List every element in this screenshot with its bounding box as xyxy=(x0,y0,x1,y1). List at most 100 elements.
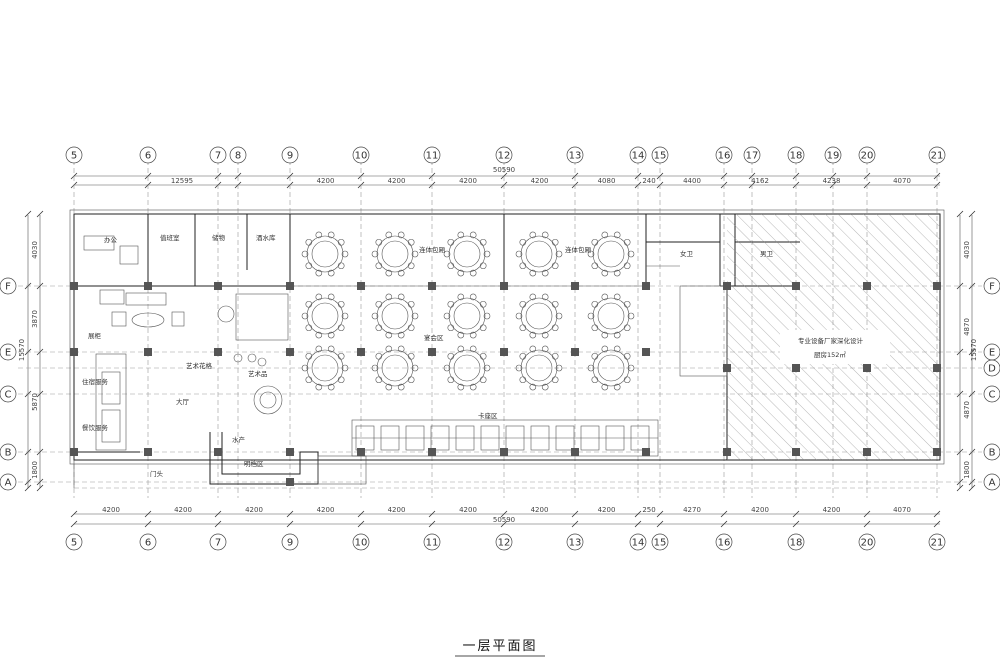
column xyxy=(286,348,294,356)
axis-bubble-bottom-18-label: 18 xyxy=(790,538,803,549)
dim-right-total: 15570 xyxy=(970,339,978,361)
round-table xyxy=(587,345,635,391)
column xyxy=(70,448,78,456)
dim-right-1: 4870 xyxy=(963,318,971,336)
axis-bubble-right-D: D xyxy=(983,359,1000,377)
column xyxy=(428,448,436,456)
axis-bubble-bottom-21-label: 21 xyxy=(931,538,944,549)
axis-bubble-top-20-label: 20 xyxy=(861,151,874,162)
round-table xyxy=(301,293,349,339)
label-display: 展柜 xyxy=(88,331,102,340)
column xyxy=(144,448,152,456)
axis-bubble-top-10-label: 10 xyxy=(355,151,368,162)
column xyxy=(286,448,294,456)
round-table xyxy=(587,231,635,277)
axis-bubble-bottom-15-label: 15 xyxy=(654,538,667,549)
label-lodging: 住宿服务 xyxy=(82,377,109,386)
dim-left-0: 4030 xyxy=(31,241,39,259)
axis-bubble-top-17: 17 xyxy=(743,146,761,164)
axis-bubble-right-A-label: A xyxy=(989,478,996,489)
label-office: 办公 xyxy=(104,235,118,244)
axis-bubble-top-17-label: 17 xyxy=(746,151,759,162)
axis-bubble-bottom-16: 16 xyxy=(715,533,733,551)
round-table xyxy=(587,293,635,339)
dim-bottom-1: 4200 xyxy=(174,506,192,514)
column xyxy=(792,448,800,456)
axis-bubble-right-C-label: C xyxy=(989,390,996,401)
column xyxy=(933,282,941,290)
label-wine: 酒水库 xyxy=(256,233,276,242)
axis-bubble-top-19-label: 19 xyxy=(827,151,840,162)
dim-bottom-total: 50590 xyxy=(493,516,515,524)
round-table xyxy=(371,231,419,277)
dim-left-total: 15570 xyxy=(18,339,26,361)
dim-top-4: 4200 xyxy=(531,177,549,185)
axis-bubble-bottom-11-label: 11 xyxy=(426,538,439,549)
dim-bottom-10: 4200 xyxy=(751,506,769,514)
label-booth: 卡座区 xyxy=(478,411,498,420)
dim-bottom-11: 4200 xyxy=(823,506,841,514)
dim-right-2: 4870 xyxy=(963,401,971,419)
axis-bubble-top-21: 21 xyxy=(928,146,946,164)
axis-bubble-right-E-label: E xyxy=(989,348,995,359)
axis-bubble-bottom-10-label: 10 xyxy=(355,538,368,549)
column xyxy=(571,448,579,456)
structural-columns xyxy=(70,282,941,486)
column xyxy=(792,282,800,290)
lobby-furniture xyxy=(83,235,283,451)
column xyxy=(428,282,436,290)
top-dimension-lines xyxy=(70,172,941,189)
dim-left-1: 3870 xyxy=(31,310,39,328)
axis-bubble-bottom-7-label: 7 xyxy=(215,538,221,549)
label-dining: 餐饮服务 xyxy=(82,423,109,432)
dim-top-0: 12595 xyxy=(171,177,193,185)
axis-bubble-top-5-label: 5 xyxy=(71,151,77,162)
round-table xyxy=(301,231,349,277)
column xyxy=(723,282,731,290)
dim-top-9: 4238 xyxy=(823,177,841,185)
label-mens: 男卫 xyxy=(760,250,774,258)
dim-bottom-2: 4200 xyxy=(245,506,263,514)
axis-bubble-top-11-label: 11 xyxy=(426,151,439,162)
kitchen-label-box xyxy=(780,330,890,364)
axis-bubble-top-8-label: 8 xyxy=(235,151,241,162)
axis-bubble-bottom-20: 20 xyxy=(858,533,876,551)
column xyxy=(428,348,436,356)
axis-bubble-top-5: 5 xyxy=(65,146,83,164)
column xyxy=(642,448,650,456)
axis-bubble-bottom-11: 11 xyxy=(423,533,441,551)
axis-bubble-bottom-12-label: 12 xyxy=(498,538,511,549)
drawing-title: 一层平面图 xyxy=(462,639,537,654)
axis-bubble-bottom-18: 18 xyxy=(787,533,805,551)
dim-bottom-4: 4200 xyxy=(388,506,406,514)
column xyxy=(863,448,871,456)
column xyxy=(70,348,78,356)
round-table xyxy=(443,231,491,277)
label-duty: 值班室 xyxy=(160,233,180,242)
axis-bubble-right-B-label: B xyxy=(989,448,996,459)
booth-seat xyxy=(580,425,600,451)
booth-seat xyxy=(555,425,575,451)
axis-bubble-top-7: 7 xyxy=(209,146,227,164)
column xyxy=(144,348,152,356)
dim-bottom-3: 4200 xyxy=(317,506,335,514)
dim-top-10: 4070 xyxy=(893,177,911,185)
label-seafood: 水产 xyxy=(232,435,246,444)
column xyxy=(357,282,365,290)
column xyxy=(792,364,800,372)
label-storage: 储物 xyxy=(212,233,226,242)
booth-seat xyxy=(630,425,650,451)
label-kitchen-note: 专业设备厂家深化设计 xyxy=(798,336,864,345)
dim-top-8: 4162 xyxy=(751,177,769,185)
room-labels: 办公 值班室 储物 酒水库 连体包厢 连体包厢 女卫 男卫 展柜 宴会区 专业设… xyxy=(82,233,864,478)
round-table xyxy=(301,345,349,391)
dim-right-3: 1800 xyxy=(963,461,971,479)
column xyxy=(357,448,365,456)
axis-bubble-top-16-label: 16 xyxy=(718,151,731,162)
axis-bubble-left-E: E xyxy=(0,343,17,361)
booth-seat xyxy=(380,425,400,451)
axis-bubble-top-15: 15 xyxy=(651,146,669,164)
dim-top-1: 4200 xyxy=(317,177,335,185)
booth-seat xyxy=(455,425,475,451)
